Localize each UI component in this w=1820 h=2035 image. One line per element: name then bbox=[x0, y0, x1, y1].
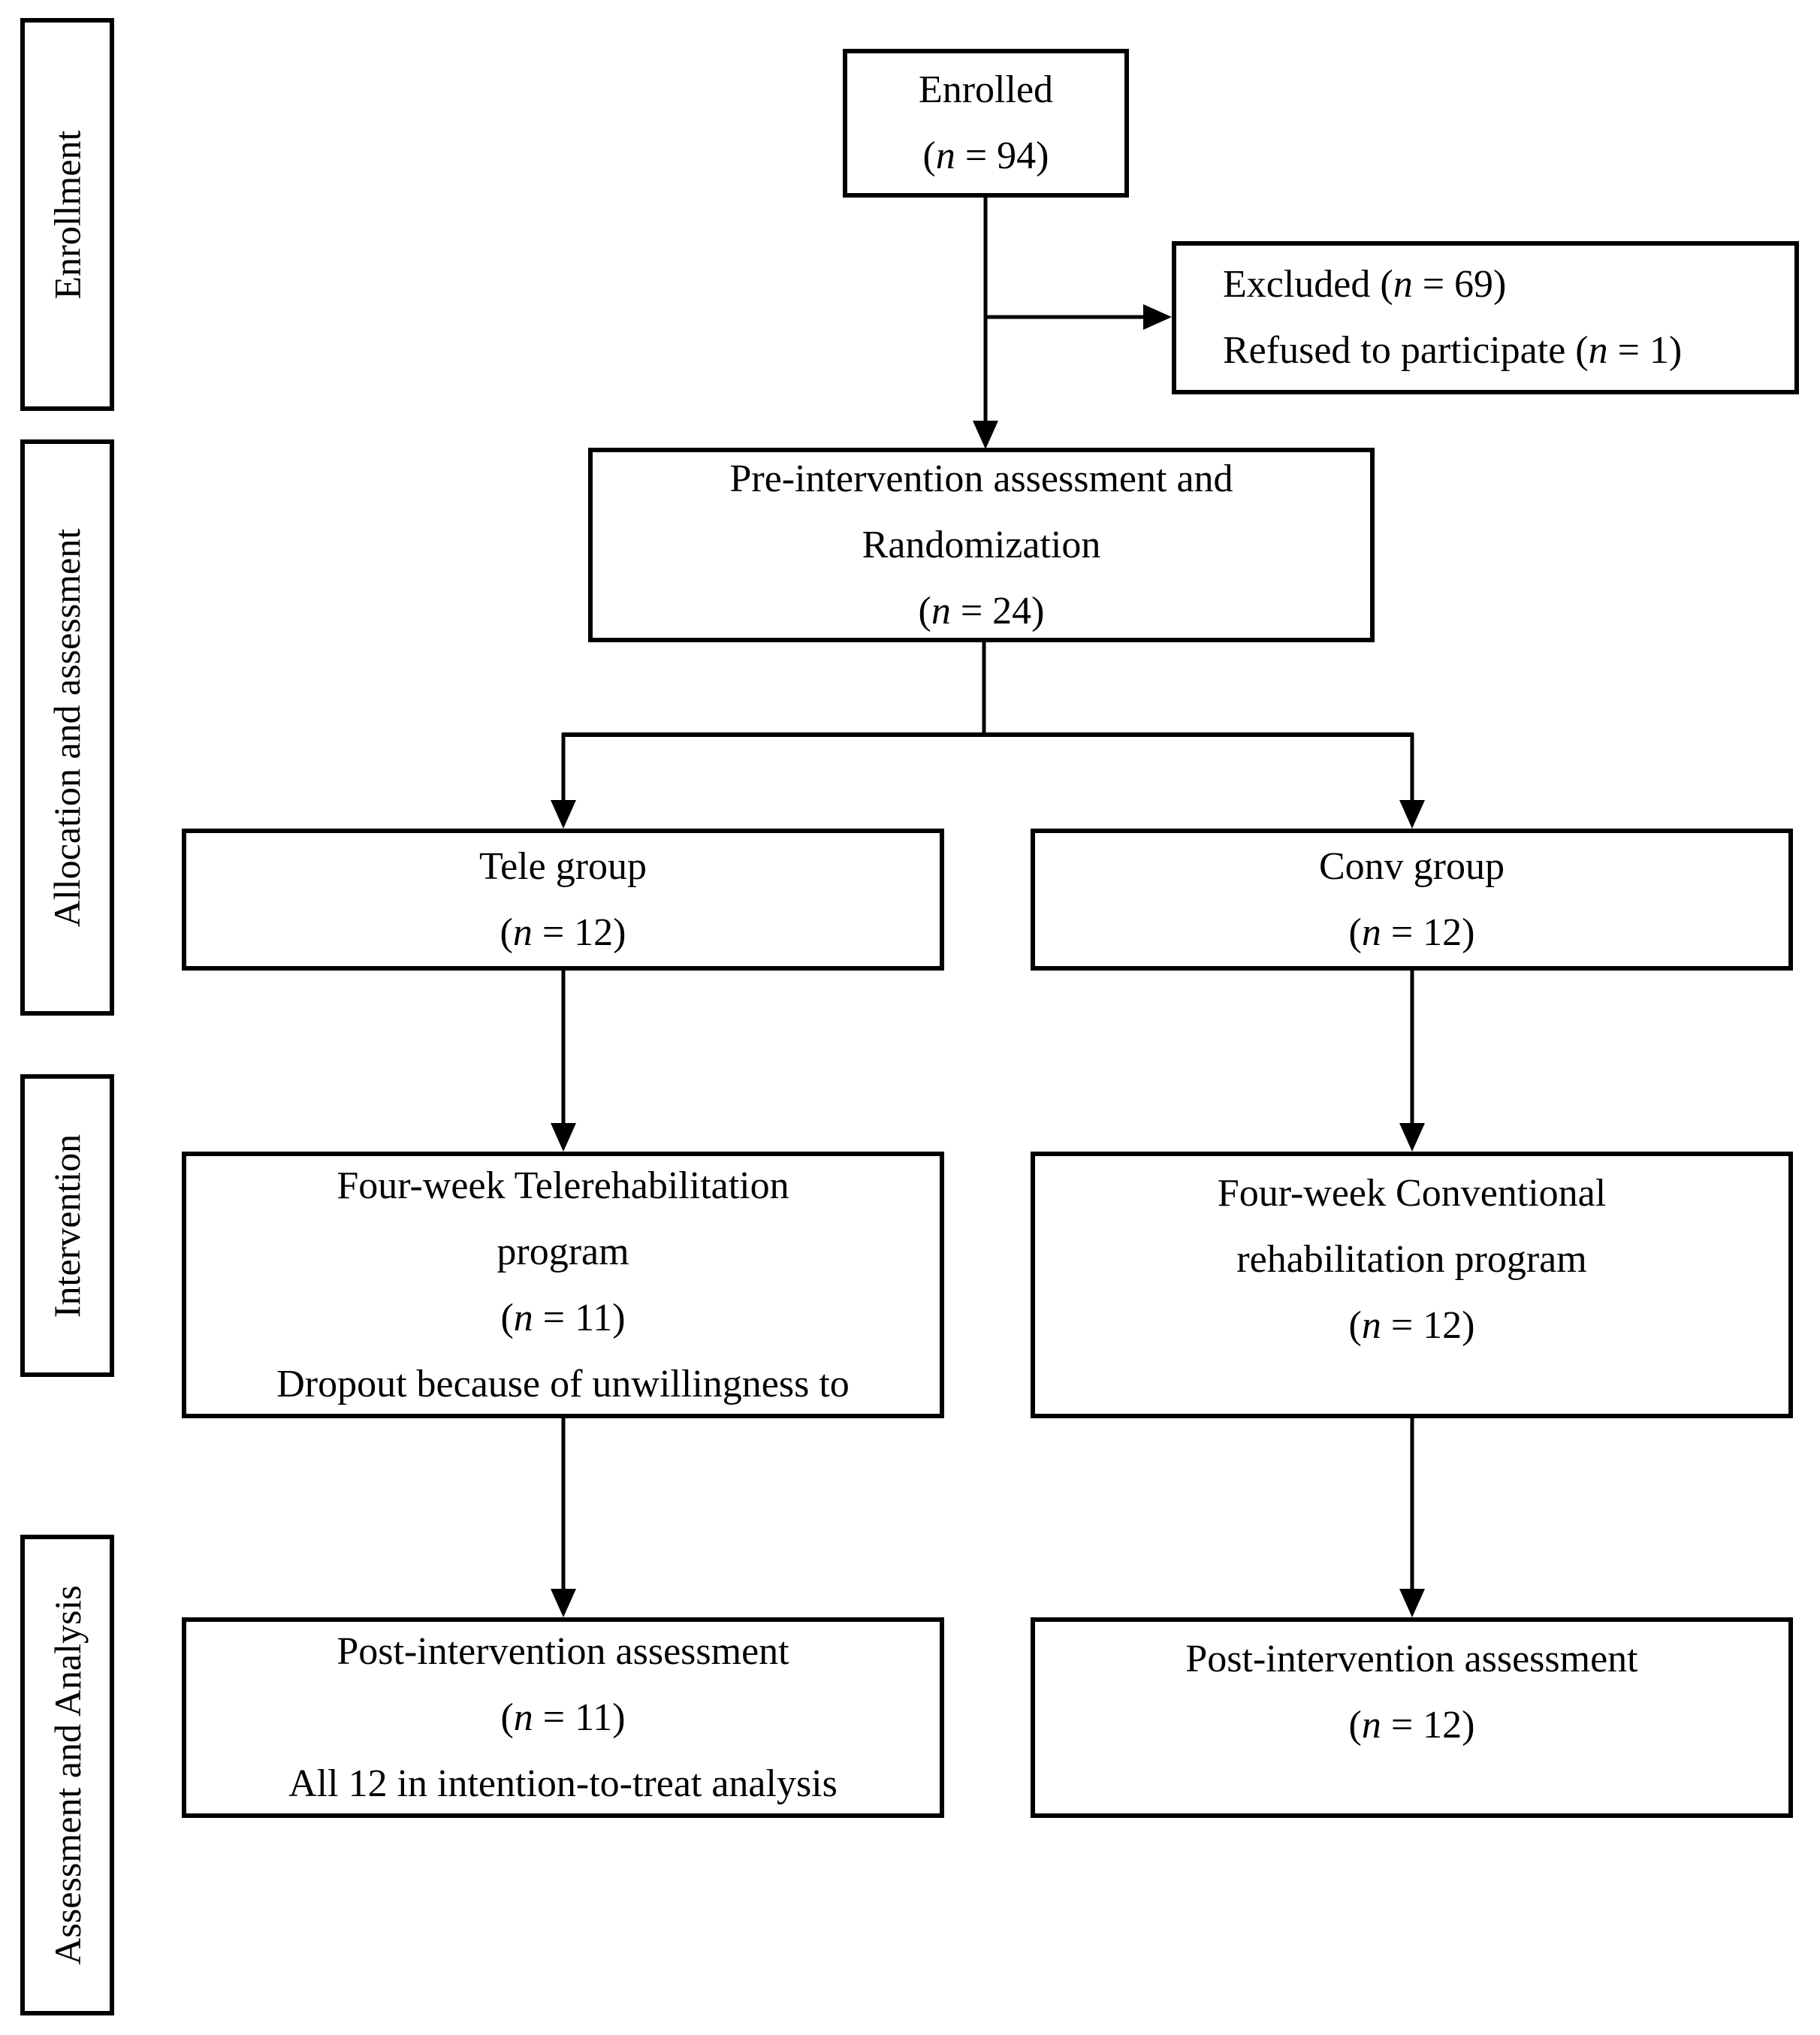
box-text-line: (n = 94) bbox=[922, 134, 1049, 177]
box-text-line: (n = 24) bbox=[918, 589, 1045, 633]
box-text-line: Enrolled bbox=[918, 68, 1054, 111]
phase-label-enrollment-text: Enrollment bbox=[46, 130, 89, 299]
box-text-line: Conv group bbox=[1319, 844, 1505, 888]
arrowhead-convprogram-to-post bbox=[1399, 1589, 1425, 1617]
phase-label-assessment-and-analysis-text: Assessment and Analysis bbox=[46, 1585, 89, 1965]
conv-group-box: Conv group (n = 12) bbox=[1031, 829, 1793, 971]
box-text-line: (n = 11) bbox=[500, 1695, 626, 1739]
box-text-line: (n = 12) bbox=[1348, 910, 1475, 954]
tele-post-assessment-box: Post-intervention assessment (n = 11) All … bbox=[182, 1617, 944, 1818]
box-text-line: (n = 11) bbox=[500, 1296, 626, 1339]
tele-program-box: Four-week Telerehabilitation program (n = … bbox=[182, 1152, 944, 1418]
box-text-line: (n = 12) bbox=[1348, 1304, 1475, 1347]
box-text-line: Post-intervention assessment bbox=[1185, 1638, 1638, 1680]
box-text-line: (n = 12) bbox=[500, 910, 626, 954]
arrowhead-tele-to-program bbox=[551, 1123, 576, 1152]
box-text-line: Dropout because of unwillingness to bbox=[276, 1362, 850, 1405]
box-text-line: Post-intervention assessment bbox=[337, 1629, 789, 1673]
arrowhead-split-to-conv bbox=[1399, 800, 1425, 829]
phase-label-allocation-and-assessment: Allocation and assessment bbox=[20, 439, 114, 1016]
arrowhead-split-to-tele bbox=[551, 800, 576, 829]
box-text-line: Four-week Telerehabilitation bbox=[337, 1164, 789, 1207]
box-text-line: Randomization bbox=[862, 523, 1101, 566]
arrowhead-to-excluded bbox=[1143, 304, 1172, 330]
excluded-box: Excluded (n = 69) Refused to participate … bbox=[1172, 241, 1799, 394]
box-text-line: Tele group bbox=[478, 844, 647, 888]
conv-post-assessment-box: Post-intervention assessment (n = 12) bbox=[1031, 1617, 1793, 1818]
box-text-line: program bbox=[497, 1230, 629, 1273]
tele-group-box: Tele group (n = 12) bbox=[182, 829, 944, 971]
phase-label-allocation-and-assessment-text: Allocation and assessment bbox=[46, 528, 89, 927]
box-text-line: (n = 12) bbox=[1348, 1704, 1475, 1747]
enrolled-box: Enrolled (n = 94) bbox=[843, 49, 1129, 198]
phase-label-intervention-text: Intervention bbox=[46, 1134, 89, 1318]
box-text-line: Four-week Conventional bbox=[1217, 1172, 1607, 1215]
box-text-line: rehabilitation program bbox=[1236, 1238, 1587, 1281]
arrowhead-conv-to-program bbox=[1399, 1123, 1425, 1152]
phase-label-intervention: Intervention bbox=[20, 1074, 114, 1377]
box-text-line: Pre-intervention assessment and bbox=[729, 457, 1233, 500]
box-text-line: Excluded (n = 69) bbox=[1223, 263, 1507, 306]
phase-label-assessment-and-analysis: Assessment and Analysis bbox=[20, 1535, 114, 2015]
arrowhead-enrolled-to-pre bbox=[973, 421, 998, 449]
phase-label-enrollment: Enrollment bbox=[20, 18, 114, 411]
box-text-line: Refused to participate (n = 1) bbox=[1223, 329, 1683, 372]
conv-program-box: Four-week Conventional rehabilitation pro… bbox=[1031, 1152, 1793, 1418]
arrowhead-teleprogram-to-post bbox=[551, 1589, 576, 1617]
box-text-line: All 12 in intention-to-treat analysis bbox=[288, 1762, 838, 1805]
